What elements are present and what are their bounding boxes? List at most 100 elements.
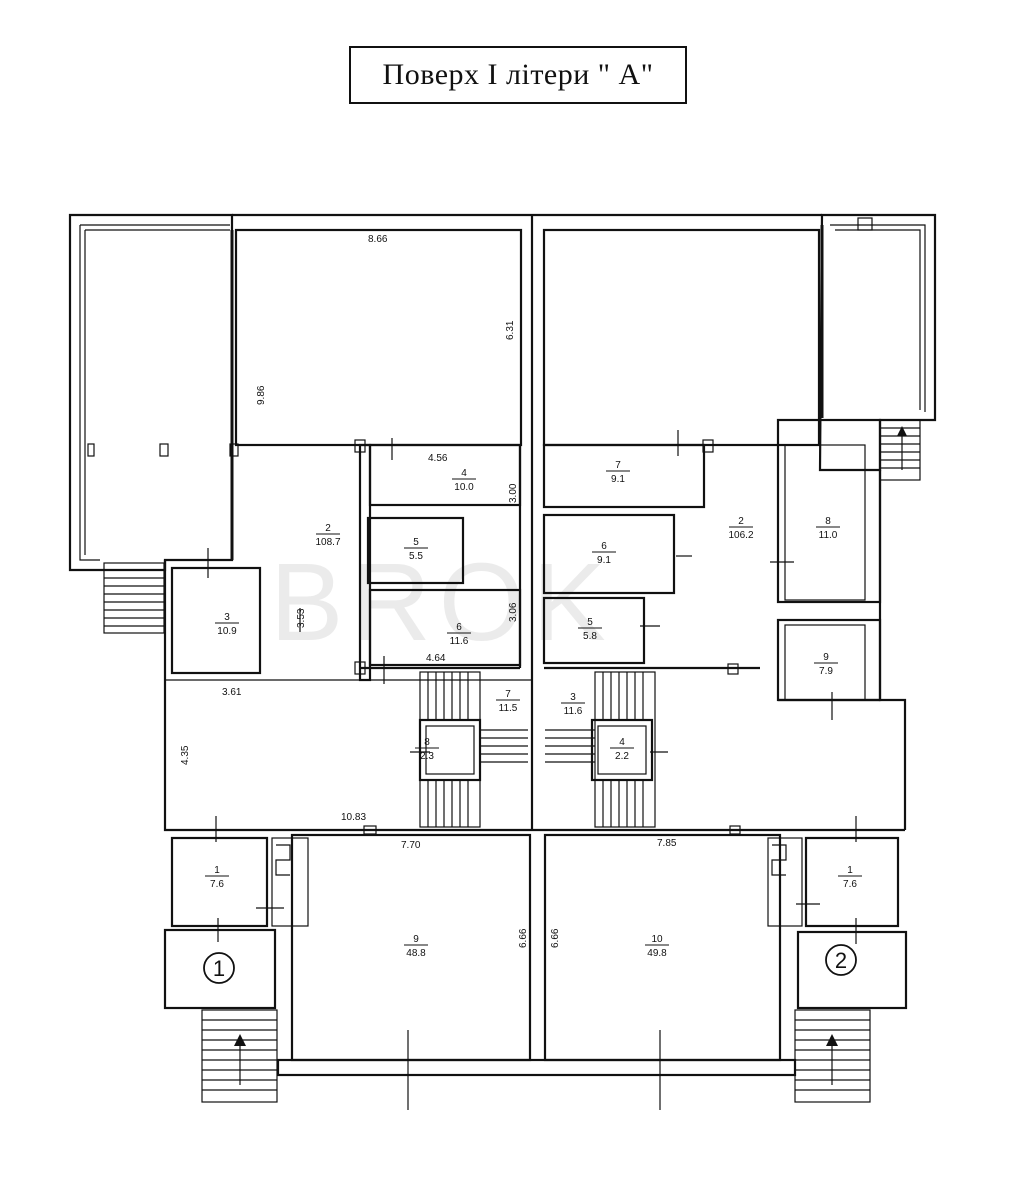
room-area: 9.1 xyxy=(611,474,625,485)
room-area: 11.6 xyxy=(564,706,583,717)
room-area: 9.1 xyxy=(597,555,611,566)
room-area: 7.9 xyxy=(819,666,833,677)
room-1-left xyxy=(170,836,269,928)
room-label: 55.8 xyxy=(578,617,602,642)
room-label: 42.2 xyxy=(610,737,634,762)
floor-title: Поверх I літери " A" xyxy=(349,46,687,104)
room-area: 10.0 xyxy=(454,482,474,493)
room-area: 7.6 xyxy=(843,879,857,890)
dim-7.70: 7.70 xyxy=(401,840,421,851)
room-number: 8 xyxy=(424,737,430,748)
room-8-left xyxy=(418,718,482,782)
entrance-2-marker: 2 xyxy=(825,944,857,976)
dim-10.83: 10.83 xyxy=(341,812,366,823)
room-area: 5.8 xyxy=(583,631,597,642)
dim-4.64: 4.64 xyxy=(426,653,446,664)
right-terrace-outline xyxy=(818,213,937,472)
entrance-2-label: 2 xyxy=(835,948,847,973)
room-label: 310.9 xyxy=(215,612,239,637)
room-top-left xyxy=(234,228,523,447)
room-4-right xyxy=(590,718,654,782)
dim-6.31: 6.31 xyxy=(505,320,516,340)
room-label: 69.1 xyxy=(592,541,616,566)
room-label: 82.3 xyxy=(415,737,439,762)
entrance-2-porch xyxy=(796,930,908,1010)
entrance-1-porch xyxy=(163,928,277,1010)
room-number: 4 xyxy=(619,737,625,748)
room-number: 6 xyxy=(456,622,462,633)
room-number: 1 xyxy=(214,865,220,876)
dim-3.53: 3.53 xyxy=(296,608,307,628)
entrance-1-marker: 1 xyxy=(203,952,235,984)
room-label: 811.0 xyxy=(816,516,840,541)
room-number: 3 xyxy=(570,692,576,703)
room-label: 10 49.8 xyxy=(645,934,669,959)
room-label: 948.8 xyxy=(404,934,428,959)
room-number: 2 xyxy=(325,523,331,534)
entrance-2-stairs xyxy=(794,1009,871,1103)
room-label: 17.6 xyxy=(838,865,862,890)
room-label: 97.9 xyxy=(814,652,838,677)
room-5-right xyxy=(542,596,646,665)
room-6-right xyxy=(542,513,676,595)
room-area: 106.2 xyxy=(728,530,753,541)
room-area: 5.5 xyxy=(409,551,423,562)
room-number: 9 xyxy=(823,652,829,663)
watermark: BROK xyxy=(270,541,614,664)
room-area: 7.6 xyxy=(210,879,224,890)
room-1-right xyxy=(804,836,900,928)
room-number: 5 xyxy=(413,537,419,548)
room-area: 108.7 xyxy=(315,537,340,548)
room-number: 7 xyxy=(615,460,621,471)
room-label: 2 106.2 xyxy=(728,516,753,541)
dim-6.66-right: 6.66 xyxy=(550,928,561,948)
dim-3.61: 3.61 xyxy=(222,687,242,698)
room-number: 5 xyxy=(587,617,593,628)
room-area: 2.2 xyxy=(615,751,629,762)
left-terrace-outline xyxy=(68,213,234,572)
room-number: 4 xyxy=(461,468,467,479)
room-label: 55.5 xyxy=(404,537,428,562)
room-number: 1 xyxy=(847,865,853,876)
room-number: 7 xyxy=(505,689,511,700)
center-stairs-right xyxy=(545,671,656,828)
room-5-left xyxy=(366,516,465,585)
room-number: 10 xyxy=(651,934,663,945)
dim-3.06: 3.06 xyxy=(508,602,519,622)
room-area: 2.3 xyxy=(420,751,434,762)
dim-3.00: 3.00 xyxy=(508,483,519,503)
right-terrace-stairs xyxy=(879,419,921,481)
entrance-1-stairs xyxy=(201,1009,278,1103)
room-label: 311.6 xyxy=(561,692,585,717)
room-area: 11.5 xyxy=(499,703,518,714)
room-number: 6 xyxy=(601,541,607,552)
dim-8.66: 8.66 xyxy=(368,234,388,245)
room-area: 11.6 xyxy=(450,636,469,647)
room-label: 410.0 xyxy=(452,468,476,493)
room-area: 48.8 xyxy=(406,948,426,959)
room-label: 2 108.7 xyxy=(315,523,340,548)
room-3-left xyxy=(170,566,262,675)
room-number: 2 xyxy=(738,516,744,527)
dim-4.35: 4.35 xyxy=(180,745,191,765)
room-label: 611.6 xyxy=(447,622,471,647)
left-terrace-stairs xyxy=(103,562,165,634)
room-label: 17.6 xyxy=(205,865,229,890)
entrance-1-label: 1 xyxy=(213,956,225,981)
room-label: 79.1 xyxy=(606,460,630,485)
room-area: 49.8 xyxy=(647,948,667,959)
room-number: 3 xyxy=(224,612,230,623)
dim-6.66-left: 6.66 xyxy=(518,928,529,948)
room-8-right xyxy=(776,418,882,604)
room-top-right xyxy=(542,228,821,447)
dim-7.85: 7.85 xyxy=(657,838,677,849)
dim-9.86: 9.86 xyxy=(256,385,267,405)
room-number: 8 xyxy=(825,516,831,527)
room-label: 711.5 xyxy=(496,689,520,714)
room-number: 9 xyxy=(413,934,419,945)
room-7-right xyxy=(542,443,706,509)
room-area: 11.0 xyxy=(819,530,838,541)
room-area: 10.9 xyxy=(217,626,237,637)
